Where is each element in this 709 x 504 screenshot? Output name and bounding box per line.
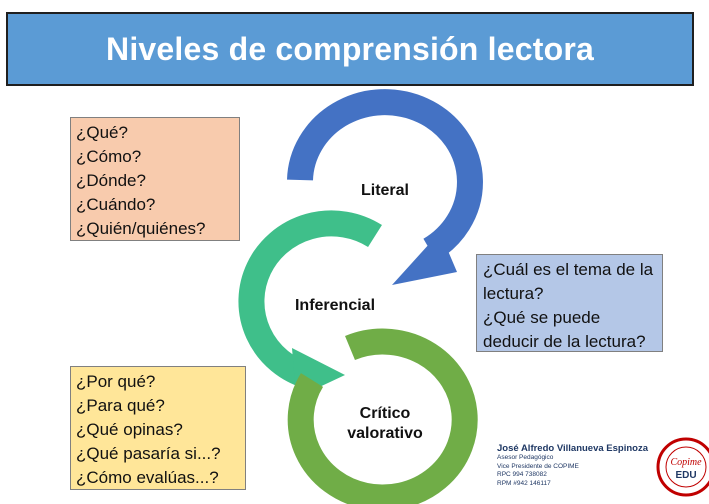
- question-item: lectura?: [483, 284, 544, 303]
- author-line: Vice Presidente de COPIME: [497, 462, 579, 470]
- question-item: ¿Quién/quiénes?: [76, 219, 206, 238]
- question-item: ¿Cómo?: [76, 147, 142, 166]
- question-item: ¿Qué?: [76, 123, 128, 142]
- level-critico-label: Crítico valorativo: [330, 404, 440, 444]
- critico-questions-box: ¿Por qué? ¿Para qué? ¿Qué opinas? ¿Qué p…: [70, 366, 246, 490]
- question-item: ¿Para qué?: [76, 396, 165, 415]
- inferencial-ring: [238, 210, 382, 389]
- page-title: Niveles de comprensión lectora: [106, 30, 594, 67]
- author-line: Asesor Pedagógico: [497, 454, 554, 461]
- level-critico-line: valorativo: [347, 425, 423, 442]
- title-bar: Niveles de comprensión lectora: [6, 12, 694, 86]
- question-item: deducir de la lectura?: [483, 332, 646, 351]
- question-item: ¿Qué se puede: [483, 308, 601, 327]
- author-line: RPC 994 738082: [497, 471, 547, 478]
- question-item: ¿Cuándo?: [76, 195, 156, 214]
- question-item: ¿Qué opinas?: [76, 420, 183, 439]
- level-literal-label: Literal: [360, 182, 409, 199]
- question-item: ¿Qué pasaría si...?: [76, 444, 221, 463]
- literal-ring: [287, 89, 483, 262]
- question-item: ¿Por qué?: [76, 372, 156, 391]
- copime-logo: Copime EDU: [656, 437, 709, 497]
- author-line: RPM #942 146117: [497, 479, 551, 487]
- literal-arrow: [392, 232, 457, 285]
- level-critico-line: Crítico: [359, 405, 411, 422]
- critico-ring: [287, 328, 478, 504]
- author-name: José Alfredo Villanueva Espinoza: [497, 443, 648, 454]
- question-item: ¿Dónde?: [76, 171, 146, 190]
- svg-text:Copime: Copime: [670, 457, 702, 468]
- literal-questions-box: ¿Qué? ¿Cómo? ¿Dónde? ¿Cuándo? ¿Quién/qui…: [70, 117, 240, 241]
- svg-text:EDU: EDU: [675, 470, 696, 481]
- author-info: José Alfredo Villanueva Espinoza Asesor …: [497, 443, 667, 488]
- inferencial-questions-box: ¿Cuál es el tema de la lectura? ¿Qué se …: [476, 254, 663, 352]
- level-inferencial-label: Inferencial: [294, 297, 376, 314]
- question-item: ¿Cómo evalúas...?: [76, 468, 219, 487]
- question-item: ¿Cuál es el tema de la: [483, 260, 654, 279]
